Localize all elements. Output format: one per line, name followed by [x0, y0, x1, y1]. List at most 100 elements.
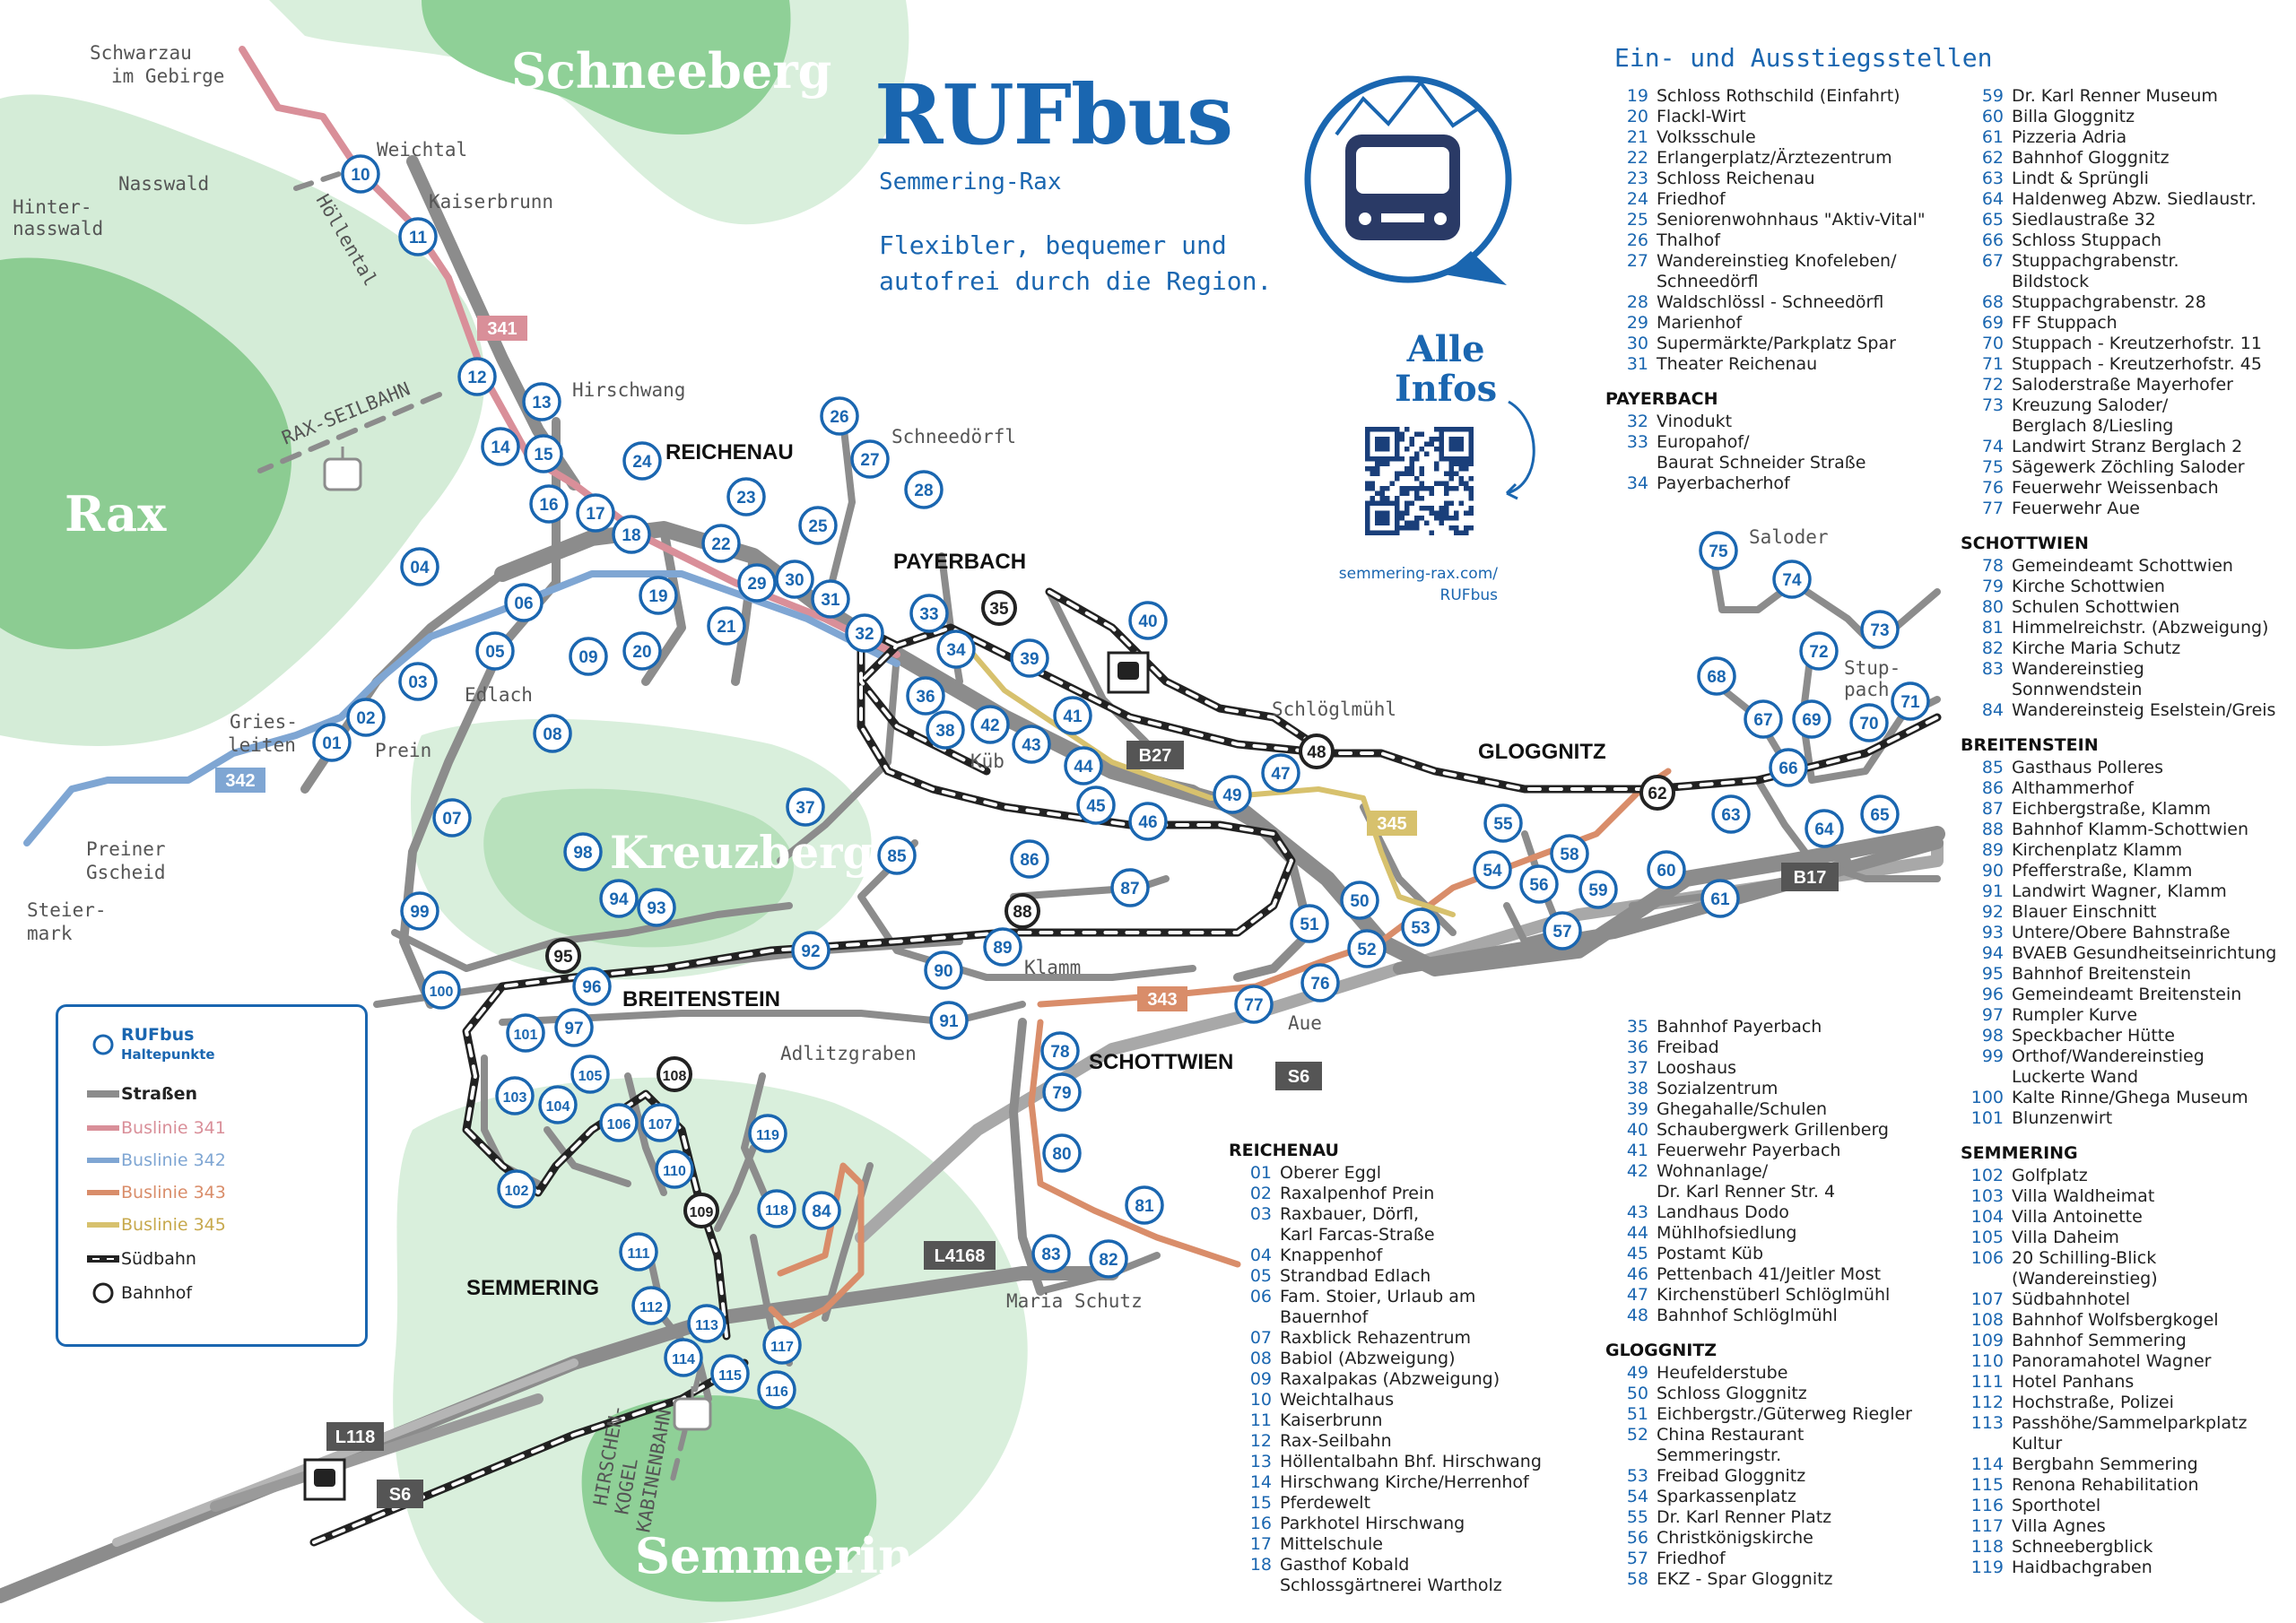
- stop-number: 66: [1981, 230, 2004, 250]
- stop-marker-label: 103: [503, 1090, 527, 1106]
- stop-marker-label: 92: [801, 942, 820, 961]
- stop-number: [1605, 1182, 1648, 1202]
- stop-list-item: Bauernhof: [1229, 1307, 1542, 1328]
- stop-name: Stuppachgrabenstr. 28: [2012, 292, 2206, 312]
- stop-number: 116: [1970, 1496, 2004, 1515]
- stop-number: 84: [1981, 700, 2004, 720]
- stop-marker-label: 63: [1721, 806, 1740, 825]
- info-url[interactable]: semmering-rax.com/ RUFbus: [1318, 563, 1498, 606]
- place-kaiserbrunn: Kaiserbrunn: [429, 191, 553, 213]
- stop-list-item: 86 Althammerhof: [1961, 778, 2276, 799]
- stop-name: Gemeindeamt Breitenstein: [2012, 985, 2242, 1004]
- stop-marker-26: [820, 396, 859, 436]
- stop-list-item: Kultur: [1961, 1434, 2276, 1454]
- stop-marker-label: 88: [1013, 903, 1031, 922]
- stop-marker-label: 49: [1222, 786, 1241, 805]
- stop-number: 70: [1981, 334, 2004, 353]
- stop-marker-label: 58: [1560, 846, 1578, 864]
- stop-marker-label: 30: [785, 571, 804, 590]
- stop-number: 106: [1970, 1248, 2004, 1268]
- stop-number: 102: [1970, 1166, 2004, 1185]
- stop-number: 114: [1970, 1454, 2004, 1474]
- stop-number: 69: [1981, 313, 2004, 333]
- place-griesleiten-2: leiten: [228, 734, 296, 756]
- stop-marker-label: 81: [1135, 1197, 1154, 1216]
- stop-name: Christkönigskirche: [1657, 1528, 1813, 1548]
- stop-name: Raxalpenhof Prein: [1280, 1184, 1435, 1203]
- stop-marker-label: 93: [647, 899, 665, 918]
- map-legend: RUFbus Haltepunkte Straßen Buslinie 341 …: [56, 1004, 368, 1347]
- stop-number: 71: [1981, 354, 2004, 374]
- stop-marker-label: 59: [1588, 881, 1607, 900]
- stop-number: 86: [1981, 778, 2004, 798]
- stop-number: 55: [1626, 1507, 1648, 1527]
- stop-name: Sägewerk Zöchling Saloder: [2012, 457, 2245, 477]
- stop-number: 33: [1626, 432, 1648, 452]
- stop-marker-45: [1076, 785, 1116, 825]
- stop-marker-label: 78: [1050, 1043, 1069, 1062]
- station-marker-88: [1004, 893, 1040, 929]
- stop-number: 40: [1626, 1120, 1648, 1140]
- stop-number: 112: [1970, 1393, 2004, 1412]
- stop-marker-label: 11: [409, 229, 428, 247]
- info-arrow: [1506, 400, 1535, 495]
- stop-name: Billa Gloggnitz: [2012, 107, 2135, 126]
- stop-marker-label: 108: [663, 1069, 687, 1084]
- stop-number: 109: [1970, 1331, 2004, 1350]
- stop-name: Bahnhof Klamm-Schottwien: [2012, 820, 2249, 839]
- stop-number: 11: [1249, 1410, 1272, 1430]
- stop-name: Weichtalhaus: [1280, 1390, 1395, 1410]
- stop-marker-100: [422, 970, 461, 1010]
- stop-marker-53: [1401, 907, 1440, 947]
- mountain-rax: Rax: [65, 485, 167, 542]
- stop-marker-28: [904, 470, 944, 509]
- stop-name: Kultur: [2012, 1434, 2063, 1454]
- legend-stop: RUFbus Haltepunkte: [85, 1025, 215, 1064]
- stop-marker-label: 117: [770, 1340, 794, 1355]
- stop-name: Seniorenwohnhaus "Aktiv-Vital": [1657, 210, 1926, 230]
- stop-number: 23: [1626, 169, 1648, 188]
- stop-number: 104: [1970, 1207, 2004, 1227]
- stop-number: 77: [1981, 499, 2004, 518]
- stop-name: Althammerhof: [2012, 778, 2134, 798]
- stop-name: China Restaurant: [1657, 1425, 1805, 1445]
- stop-marker-label: 29: [747, 575, 766, 594]
- stop-marker-92: [791, 931, 831, 970]
- stop-name: Payerbacherhof: [1657, 473, 1790, 493]
- stop-marker-34: [936, 629, 976, 669]
- bus-icon: [1304, 75, 1512, 285]
- mountain-semmering: Semmering: [635, 1527, 947, 1584]
- stop-number: 37: [1626, 1058, 1648, 1078]
- stop-name: Stuppach - Kreutzerhofstr. 11: [2012, 334, 2262, 353]
- stop-marker-16: [529, 484, 569, 524]
- stop-marker-72: [1799, 631, 1839, 671]
- stop-number: 03: [1249, 1204, 1272, 1224]
- stop-name: Oberer Eggl: [1280, 1163, 1382, 1183]
- stop-marker-label: 110: [663, 1164, 686, 1179]
- stop-number: 59: [1981, 86, 2004, 106]
- stop-number: 41: [1626, 1141, 1648, 1160]
- stop-marker-label: 16: [539, 496, 558, 515]
- stop-marker-71: [1891, 681, 1930, 721]
- stop-number: 97: [1981, 1005, 2004, 1025]
- stop-marker-label: 39: [1020, 650, 1039, 669]
- stop-marker-30: [775, 560, 814, 599]
- stop-marker-label: 47: [1271, 765, 1290, 784]
